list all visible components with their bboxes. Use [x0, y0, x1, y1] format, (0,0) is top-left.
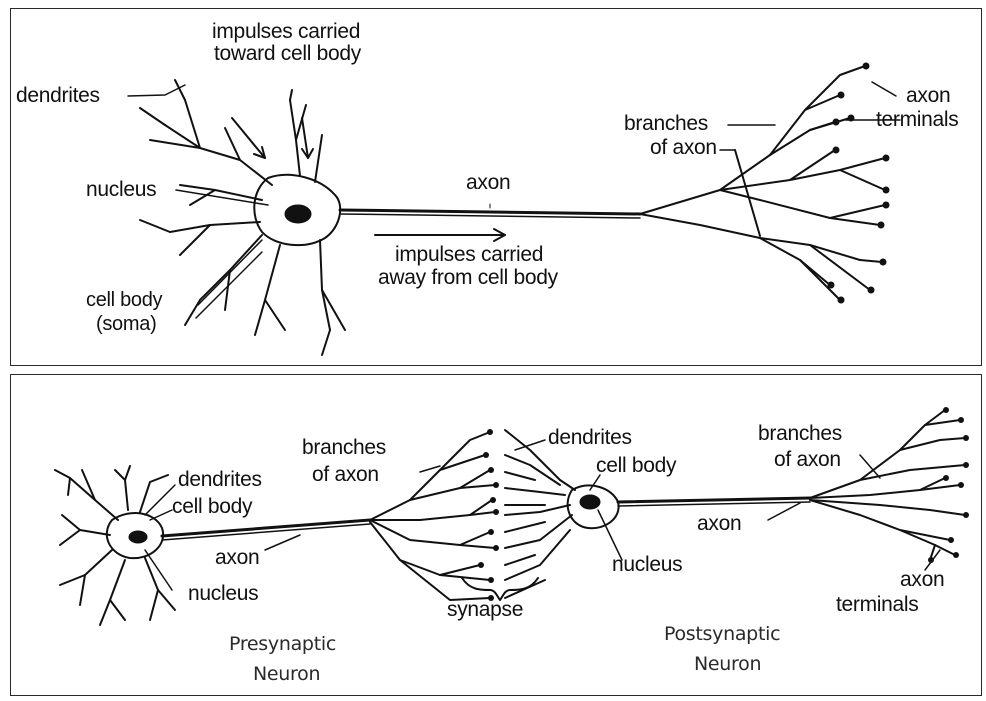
label-impulses-away-2: away from cell body — [378, 268, 558, 288]
label-postsynaptic-1: Postsynaptic — [664, 624, 780, 644]
label-cell-body-left: cell body — [172, 497, 252, 517]
label-cell-body-top-2: (soma) — [96, 314, 156, 334]
label-cell-body-top-1: cell body — [86, 290, 162, 310]
label-axon-left: axon — [215, 548, 259, 568]
top-axon-terminal-knobs — [828, 63, 890, 304]
label-axon-terminals-right-2: terminals — [836, 595, 919, 615]
label-impulses-away-1: impulses carried — [395, 245, 543, 265]
label-presynaptic-2: Neuron — [253, 664, 320, 684]
label-branches-mid-1: branches — [302, 438, 386, 458]
label-branches-right-1: branches — [758, 424, 842, 444]
label-dendrites-mid: dendrites — [548, 428, 632, 448]
label-presynaptic-1: Presynaptic — [229, 634, 336, 654]
label-impulses-toward-2: toward cell body — [214, 44, 361, 64]
label-nucleus-left: nucleus — [188, 584, 258, 604]
label-branches-right-2: of axon — [774, 450, 841, 470]
top-axon — [340, 204, 640, 218]
label-synapse: synapse — [447, 600, 523, 620]
label-nucleus-top: nucleus — [86, 180, 156, 200]
label-impulses-toward-1: impulses carried — [212, 22, 360, 42]
label-axon-terminals-top-1: axon — [906, 86, 950, 106]
top-arrow-away — [375, 229, 505, 241]
label-axon-top: axon — [466, 173, 510, 193]
label-axon-terminals-top-2: terminals — [876, 110, 959, 130]
label-axon-terminals-right-1: axon — [900, 570, 944, 590]
top-dendrites — [140, 80, 345, 355]
top-nucleus — [285, 205, 311, 223]
top-axon-branches — [640, 66, 885, 300]
label-axon-right: axon — [697, 514, 741, 534]
label-postsynaptic-2: Neuron — [694, 654, 761, 674]
label-dendrites-left: dendrites — [178, 470, 262, 490]
label-branches-mid-2: of axon — [312, 465, 379, 485]
label-branches-top-1: branches — [624, 114, 708, 134]
label-nucleus-mid: nucleus — [612, 555, 682, 575]
label-cell-body-mid: cell body — [596, 456, 676, 476]
label-branches-top-2: of axon — [650, 138, 717, 158]
label-dendrites-top: dendrites — [16, 86, 100, 106]
